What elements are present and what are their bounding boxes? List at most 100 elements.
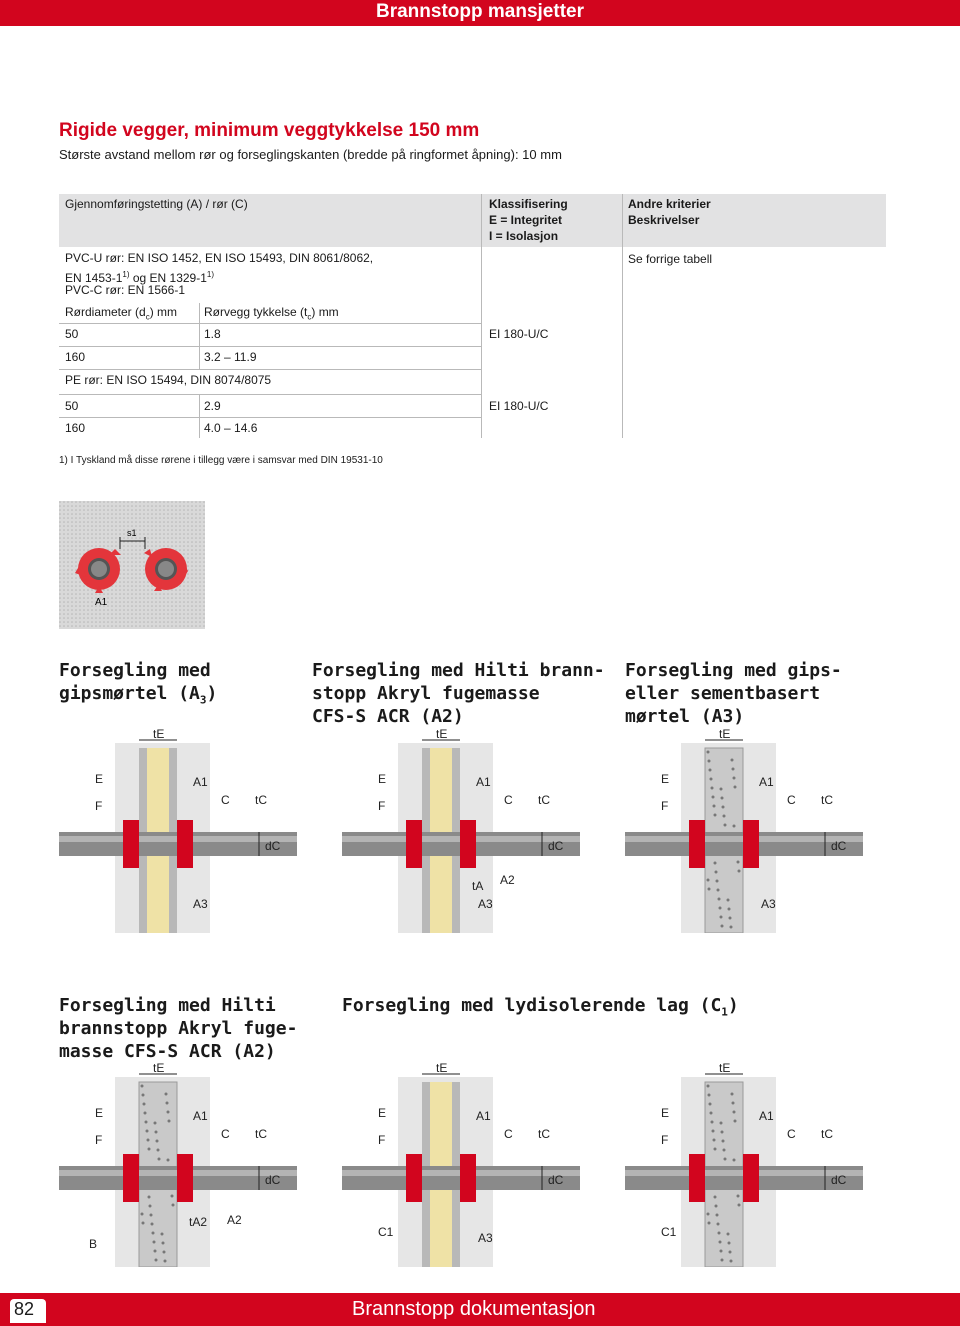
label-a1: A1 <box>476 775 491 789</box>
aggregate <box>719 787 723 791</box>
pe-row-2-diameter: 160 <box>65 421 86 435</box>
aggregate <box>153 1249 157 1253</box>
table-divider <box>59 346 481 347</box>
aggregate <box>160 1232 164 1236</box>
aggregate <box>170 1194 174 1198</box>
aggregate <box>157 1157 161 1161</box>
aggregate <box>144 1120 148 1124</box>
label-e: E <box>95 1106 103 1120</box>
collar-right <box>177 1154 193 1202</box>
aggregate <box>728 1250 732 1254</box>
label-tc: tC <box>821 793 833 807</box>
collar-right <box>743 1154 759 1202</box>
label-a2: A2 <box>227 1213 242 1227</box>
aggregate <box>731 1101 735 1105</box>
collar-left <box>406 1154 422 1202</box>
pvc-line-1: PVC-U rør: EN ISO 1452, EN ISO 15493, DI… <box>65 251 374 265</box>
aggregate <box>150 1222 154 1226</box>
aggregate <box>707 1093 711 1097</box>
label-tc: tC <box>255 793 267 807</box>
aggregate <box>141 1221 145 1225</box>
label-dc: dC <box>831 839 847 853</box>
label-te: tE <box>153 1062 164 1075</box>
col-header-classification: Klassifisering <box>489 197 568 211</box>
aggregate <box>713 861 717 865</box>
aggregate <box>714 870 718 874</box>
page-number: 82 <box>14 1299 35 1319</box>
aggregate <box>720 1130 724 1134</box>
pvc-line-2: EN 1453-11) og EN 1329-11) <box>65 270 215 285</box>
table-divider <box>59 394 481 395</box>
aggregate <box>153 1121 157 1125</box>
aggregate <box>715 879 719 883</box>
label-f: F <box>95 799 102 813</box>
aggregate <box>162 1250 166 1254</box>
aggregate <box>152 1240 156 1244</box>
table-header-bg <box>59 194 481 247</box>
table-divider <box>199 303 200 370</box>
aggregate <box>140 1084 144 1088</box>
pe-label: PE rør: EN ISO 15494, DIN 8074/8075 <box>65 373 272 387</box>
label-te: tE <box>436 728 447 741</box>
table-header-bg <box>482 194 622 247</box>
label-tc: tC <box>255 1127 267 1141</box>
aggregate <box>165 1101 169 1105</box>
aggregate <box>730 758 734 762</box>
label-s1: s1 <box>127 528 137 538</box>
aggregate <box>732 1158 736 1162</box>
footnote: 1) I Tyskland må disse rørene i tillegg … <box>59 455 383 466</box>
aggregate <box>166 1158 170 1162</box>
aggregate <box>721 805 725 809</box>
aggregate <box>716 888 720 892</box>
aggregate <box>722 1148 726 1152</box>
pe-row-1-diameter: 50 <box>65 399 79 413</box>
section-heading-5: Forsegling med lydisolerende lag (C1) <box>342 995 739 1019</box>
label-e: E <box>661 1106 669 1120</box>
table-divider <box>59 323 481 324</box>
collar-left <box>689 1154 705 1202</box>
aggregate <box>708 768 712 772</box>
label-a1: A1 <box>759 1109 774 1123</box>
aggregate <box>161 1241 165 1245</box>
aggregate <box>710 1120 714 1124</box>
aggregate <box>723 823 727 827</box>
aggregate <box>712 804 716 808</box>
collar-right <box>177 820 193 868</box>
aggregate <box>721 1139 725 1143</box>
aggregate <box>707 1221 711 1225</box>
subcol-wall-thickness: Rørvegg tykkelse (tc) mm <box>204 305 339 322</box>
label-c: C <box>504 1127 513 1141</box>
pvc-classification: EI 180-U/C <box>489 327 549 341</box>
aggregate <box>145 1129 149 1133</box>
col-header-integrity: E = Integritet <box>489 213 563 227</box>
aggregate <box>147 1147 151 1151</box>
aggregate <box>149 1213 153 1217</box>
aggregate <box>140 1212 144 1216</box>
label-a3: A3 <box>478 897 493 911</box>
label-a3: A3 <box>193 897 208 911</box>
aggregate <box>737 869 741 873</box>
pvc-row-2-thickness: 3.2 – 11.9 <box>204 350 257 364</box>
pipe-spacing-diagram: s1 A1 <box>59 501 205 629</box>
aggregate <box>737 1203 741 1207</box>
aggregate <box>142 1102 146 1106</box>
aggregate <box>723 1157 727 1161</box>
aggregate <box>711 795 715 799</box>
aggregate <box>163 1259 167 1263</box>
aggregate <box>713 813 717 817</box>
label-dc: dC <box>548 839 564 853</box>
table-divider <box>199 394 200 438</box>
aggregate <box>733 785 737 789</box>
table-divider <box>59 417 481 418</box>
aggregate <box>726 1232 730 1236</box>
aggregate <box>151 1231 155 1235</box>
label-a3: A3 <box>478 1231 493 1245</box>
aggregate <box>706 1084 710 1088</box>
pe-row-2-thickness: 4.0 – 14.6 <box>204 421 258 435</box>
aggregate <box>712 1138 716 1142</box>
